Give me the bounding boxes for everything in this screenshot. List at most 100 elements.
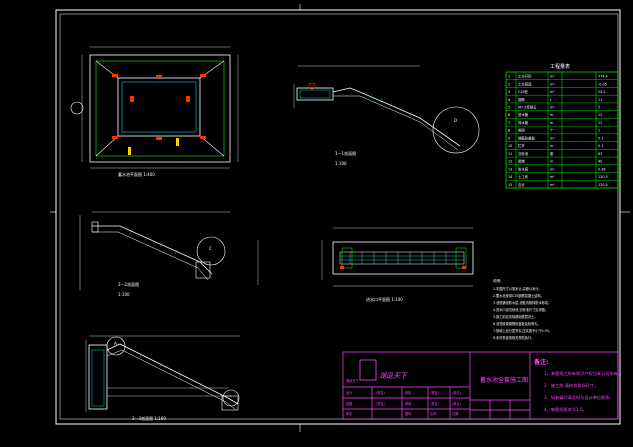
table-cell-name: 排水管: [518, 120, 529, 125]
table-cell-no: 3: [508, 90, 510, 94]
table-cell-name: 沉砂池: [518, 151, 529, 156]
table-cell-qty: 5: [598, 106, 600, 110]
table-cell-unit: m³: [550, 75, 555, 79]
table-cell-qty: 774.4: [598, 75, 608, 79]
table-cell-unit: m: [550, 121, 554, 125]
notes-line: 5.施工前应清除基础表层浮土。: [493, 314, 537, 319]
section-a-caption: 1—1剖面图: [335, 150, 356, 156]
title-block-logo: 湖逗天下: [359, 359, 408, 381]
inlet-caption: 进水口平面图 1:100: [366, 296, 403, 302]
callout-a: A: [114, 341, 117, 346]
title-block: [342, 351, 619, 420]
plan-view: 蓄水池平面图 1:400: [70, 46, 239, 177]
remarks-2: 2、施工前,请核实现场尺寸。: [544, 382, 598, 389]
table-cell-qty: 0.36: [598, 167, 606, 171]
tb-company-label: 湖逗天下: [346, 378, 360, 383]
inlet-plan-view: 进水口平面图 1:100: [321, 227, 474, 302]
table-cell-no: 9: [508, 136, 510, 140]
tb-r2-c3: 审核: [405, 401, 412, 406]
notes-line: 3.池底铺设防水层,池壁内侧抹防水砂浆。: [493, 300, 551, 305]
table-cell-no: 7: [508, 121, 510, 125]
tb-r1-c4: (签名): [430, 390, 439, 395]
tb-r3-c3: 图号: [405, 411, 411, 416]
section-middle-left: C 2—2剖面图 1:100: [79, 211, 259, 297]
table-cell-no: 5: [508, 106, 510, 110]
notes-lines: 1.本图尺寸以毫米计,高程以米计。 2.蓄水池采用C25钢筋混凝土结构。 3.池底铺…: [493, 286, 552, 340]
notes-line: 4.进水口设沉砂池,沉砂池尺寸见详图。: [493, 307, 548, 312]
table-cell-unit: t: [550, 98, 552, 102]
section-top-middle: D 1—1剖面图 1:100: [293, 65, 480, 166]
drawing-border-inner: [59, 13, 619, 420]
table-cell-qty: 40: [598, 160, 602, 164]
tb-r3-c1: 审定: [346, 411, 353, 416]
callout-c: C: [209, 246, 212, 251]
remarks-4: 4、本图纸版本号1.0。: [544, 406, 587, 413]
notes-line: 1.本图尺寸以毫米计,高程以米计。: [493, 286, 542, 291]
table-cell-qty: -0.05: [598, 82, 607, 86]
tb-r3-c4: 比例: [430, 411, 436, 416]
table-cell-no: 13: [508, 167, 512, 171]
table-cell-name: 爬梯: [518, 159, 525, 164]
table-cell-qty: 12: [598, 121, 602, 125]
table-cell-no: 8: [508, 129, 510, 133]
table-cell-unit: m³: [550, 90, 555, 94]
section-a-scale: 1:100: [335, 161, 347, 166]
remarks-block: 备注: 1、本图纸之所有知识产权归本公司所有。 2、施工前,请核实现场尺寸。 3…: [533, 358, 622, 413]
table-cell-unit: m²: [550, 175, 555, 179]
table-cell-unit: m³: [550, 183, 555, 187]
table-cell-name: 合计: [518, 182, 525, 187]
logo-text: 湖逗天下: [379, 372, 408, 380]
table-cell-qty: 120.5: [598, 175, 608, 179]
table-cell-unit: m: [550, 113, 554, 117]
section-bottom-left: A 3—3剖面图 1:100: [85, 335, 240, 421]
remarks-3: 3、如有疑问请及时与设计单位联系。: [544, 394, 614, 401]
table-cell-name: 钢筋: [518, 97, 525, 102]
section-b-scale: 1:100: [118, 292, 130, 297]
table-title: 工程量表: [550, 63, 570, 70]
table-cell-unit: m²: [550, 167, 555, 171]
table-cell-name: 闸阀: [518, 128, 525, 133]
table-cell-no: 14: [508, 175, 512, 179]
drawing-border: [55, 9, 621, 425]
table-cell-unit: 个: [550, 128, 554, 133]
tb-r2-c2: (签名): [376, 401, 385, 406]
table-cell-qty: 1: [598, 129, 600, 133]
table-cell-qty: 120.5: [598, 183, 608, 187]
section-c-caption: 3—3剖面图 1:100: [132, 415, 166, 421]
notes-block: 说明: 1.本图尺寸以毫米计,高程以米计。2.蓄水池采用C25钢筋混凝土结构。3…: [493, 278, 552, 340]
table-cell-unit: m³: [550, 82, 555, 86]
table-cell-no: 6: [508, 113, 510, 117]
notes-line: 2.蓄水池采用C25钢筋混凝土结构。: [493, 293, 544, 298]
notes-line: 6.池顶设置钢筋砼盖板及检修孔。: [493, 321, 541, 326]
table-cell-qty: 12: [598, 113, 602, 117]
tb-r2-c1: 制图: [346, 401, 352, 406]
table-cell-name: 土方回填: [518, 81, 532, 86]
table-cell-unit: 座: [550, 151, 554, 156]
table-cell-unit: m: [550, 160, 554, 164]
table-cell-name: 钢筋砼盖板: [518, 135, 536, 140]
remarks-title: 备注:: [533, 358, 548, 366]
table-cell-no: 11: [508, 152, 512, 156]
tb-r2-c5: (单位): [452, 401, 461, 406]
table-cell-no: 12: [508, 160, 512, 164]
table-cell-qty: 23.1: [598, 90, 606, 94]
table-cell-no: 1: [508, 75, 510, 79]
table-cell-qty: 63: [598, 152, 602, 156]
table-cell-name: 防水层: [518, 166, 529, 171]
drawing-title: 蓄水池全套施工图: [480, 376, 528, 384]
table-cell-qty: 5.1: [598, 136, 603, 140]
table-cell-no: 2: [508, 82, 510, 86]
table-cell-no: 4: [508, 98, 510, 102]
section-b-caption: 2—2剖面图: [118, 281, 139, 287]
callout-d: D: [454, 118, 457, 123]
table-cell-name: 土工布: [518, 174, 529, 179]
table-cell-name: 土方开挖: [518, 74, 532, 79]
notes-line: 7.回填土应分层夯实,压实度不小于0.93。: [493, 328, 552, 333]
tb-r3-c5: 日期: [452, 411, 458, 416]
table-cell-qty: 11: [598, 98, 602, 102]
table-cell-name: 进水管: [518, 112, 529, 117]
table-cell-unit: m³: [550, 106, 555, 110]
